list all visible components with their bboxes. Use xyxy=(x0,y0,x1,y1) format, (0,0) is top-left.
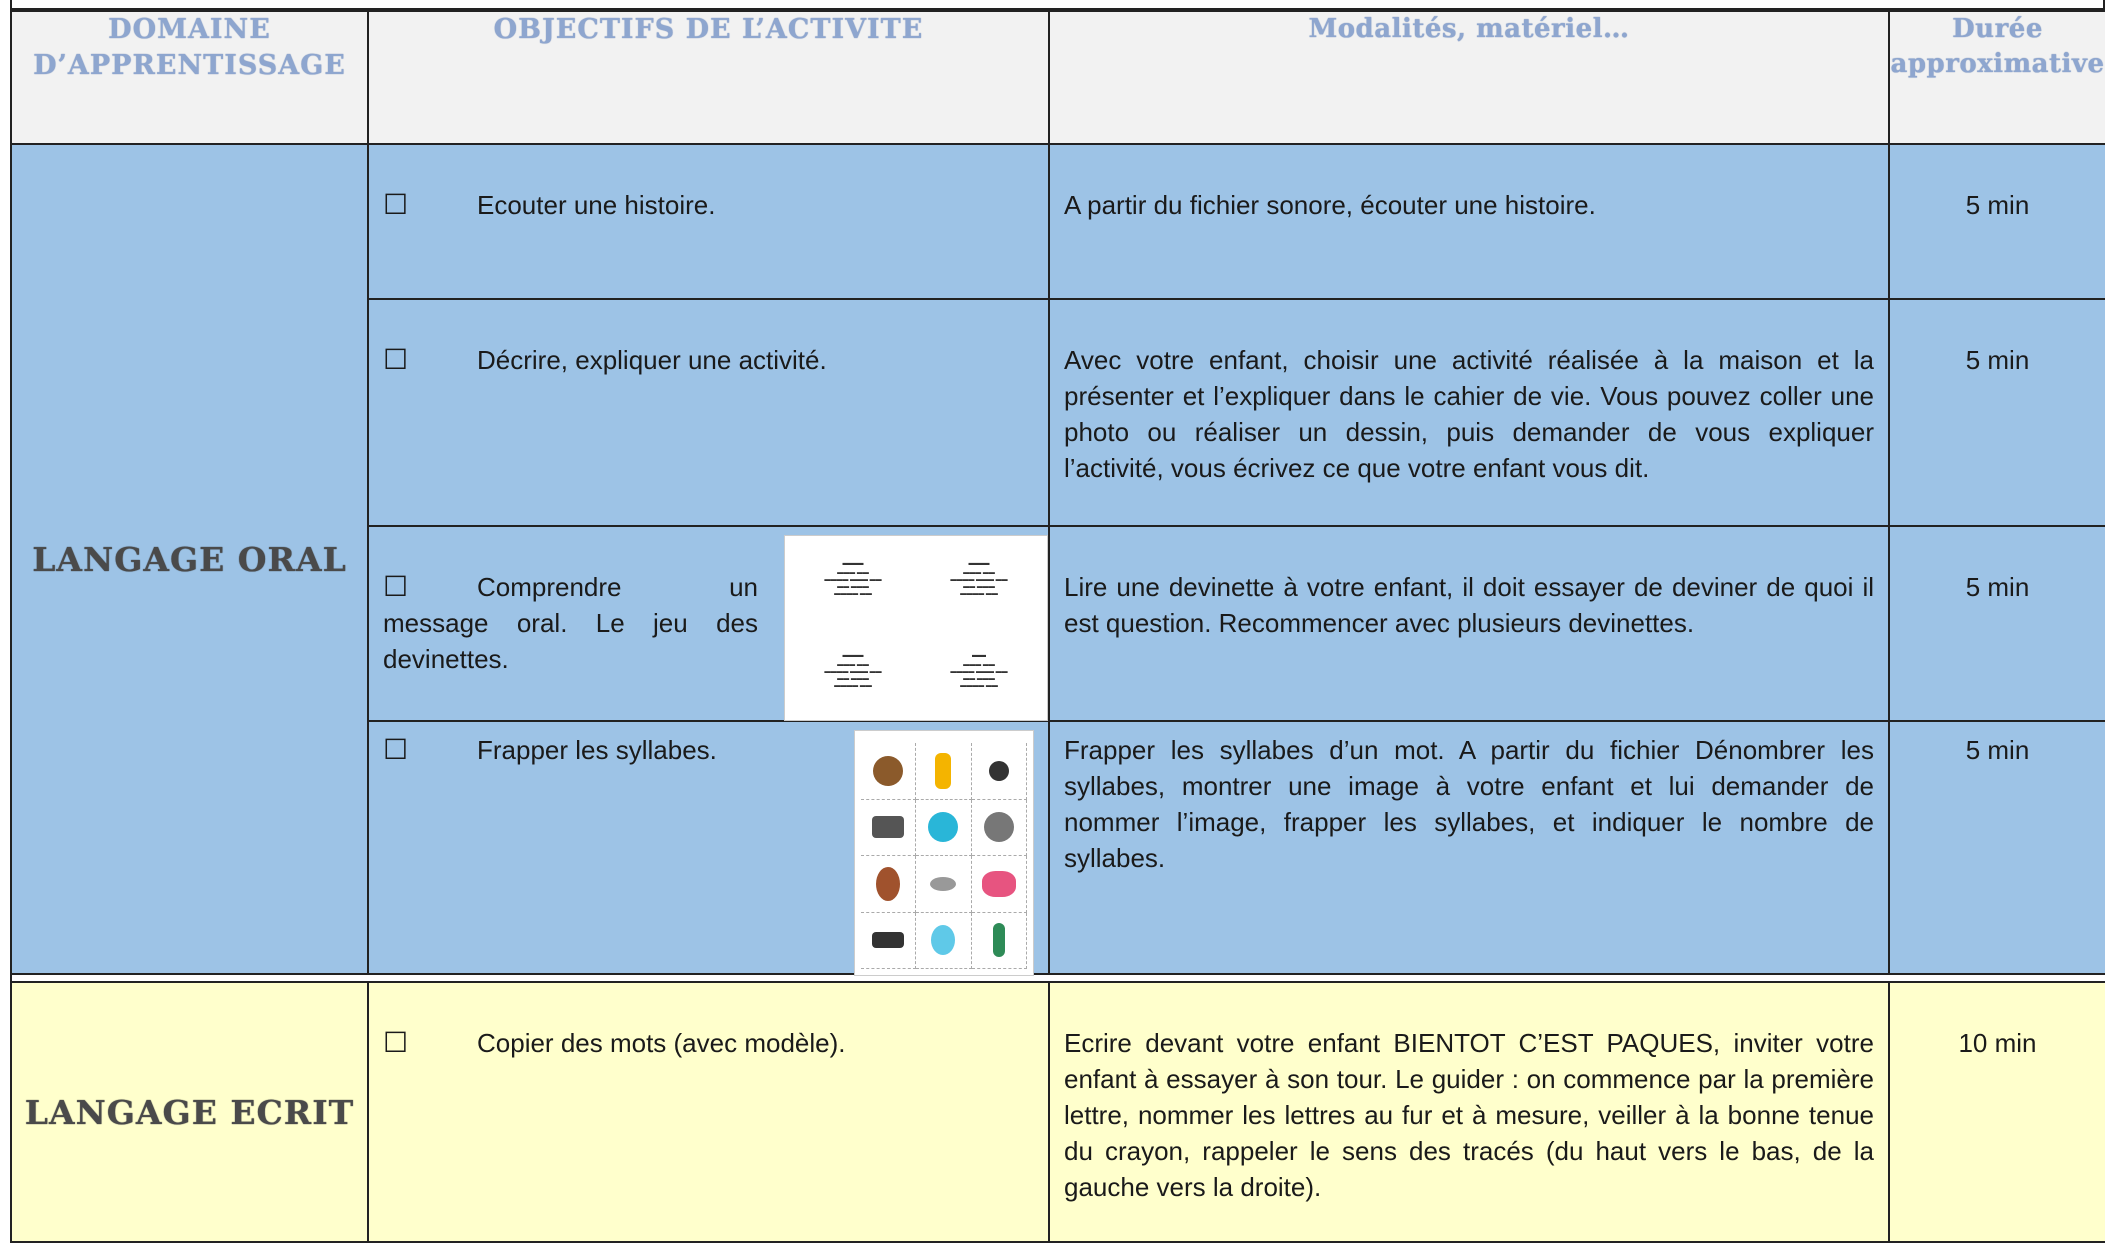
separator-cell xyxy=(10,973,2105,983)
thumb-cell xyxy=(971,743,1027,800)
objective-cell: ☐ Décrire, expliquer une activité. xyxy=(367,298,1050,527)
objective-text: Décrire, expliquer une activité. xyxy=(477,345,827,375)
modalities-text: Ecrire devant votre enfant BIENTOT C’EST… xyxy=(1048,981,1890,1243)
animal-icon xyxy=(872,932,905,949)
header-duration: Durée approximative xyxy=(1888,10,2105,145)
objective-cell: ☐ Frapper les syllabes. xyxy=(367,720,1050,976)
animal-icon xyxy=(873,755,904,786)
objective-text: Copier des mots (avec modèle). xyxy=(477,1028,846,1058)
thumb-cell xyxy=(916,799,972,856)
objective-text: Frapper les syllabes. xyxy=(477,735,717,765)
domain-langage-ecrit: LANGAGE ECRIT xyxy=(10,981,369,1243)
checkbox-icon[interactable]: ☐ xyxy=(383,189,409,220)
thumb-cell xyxy=(971,912,1027,969)
thumb-cell xyxy=(916,912,972,969)
animal-icon xyxy=(872,816,905,839)
animal-icon xyxy=(928,812,959,843)
devinettes-thumbnail: ▬▬▬▬▬▬ ▬▬▬▬▬▬ ▬▬▬ ▬▬▬▬ ▬▬▬▬▬▬▬ ▬▬ ▬▬▬▬▬▬… xyxy=(784,535,1048,721)
animal-icon xyxy=(935,752,952,789)
checkbox-icon[interactable]: ☐ xyxy=(383,344,409,375)
header-row: DOMAINE D’APPRENTISSAGE OBJECTIFS DE L’A… xyxy=(10,10,2105,145)
thumb-col: ▬▬▬▬▬▬ ▬▬▬▬▬▬ ▬▬▬ ▬▬▬▬ ▬▬▬▬▬▬▬ ▬▬ xyxy=(950,560,1008,597)
thumb-cell xyxy=(861,743,917,800)
thumb-cell xyxy=(916,743,972,800)
animal-icon xyxy=(931,925,956,956)
animal-icon xyxy=(930,876,957,891)
objective-cell: ☐ Copier des mots (avec modèle). xyxy=(367,981,1050,1243)
thumb-cell xyxy=(861,799,917,856)
duration-text: 5 min xyxy=(1888,143,2105,300)
domain-langage-oral: LANGAGE ORAL xyxy=(10,143,369,975)
animal-icon xyxy=(876,866,901,901)
checkbox-icon[interactable]: ☐ xyxy=(383,734,409,765)
table-row: ☐ Frapper les syllabes. xyxy=(11,720,2105,976)
animal-icon xyxy=(983,812,1014,843)
header-modalities: Modalités, matériel… xyxy=(1048,10,1890,145)
table-row: LANGAGE ORAL ☐ Ecouter une histoire. A p… xyxy=(10,143,2105,975)
thumb-cell xyxy=(916,856,972,913)
thumb-cell xyxy=(861,856,917,913)
table-row: ☐ Décrire, expliquer une activité. Avec … xyxy=(11,298,2105,527)
duration-text: 10 min xyxy=(1888,981,2105,1243)
table-row: ☐ Comprendre un message oral. Le jeu des… xyxy=(11,525,2105,722)
activity-table: DOMAINE D’APPRENTISSAGE OBJECTIFS DE L’A… xyxy=(10,10,2105,1243)
thumb-col: ▬▬▬▬▬▬ ▬▬▬▬▬▬ ▬▬▬ ▬▬▬▬ ▬▬▬▬▬▬▬ ▬▬ xyxy=(824,560,882,597)
checkbox-icon[interactable]: ☐ xyxy=(383,1027,409,1058)
checkbox-icon[interactable]: ☐ xyxy=(383,571,409,602)
table-row: LANGAGE ECRIT ☐ Copier des mots (avec mo… xyxy=(10,981,2105,1243)
objective-text: Ecouter une histoire. xyxy=(477,190,716,220)
modalities-text: Lire une devinette à votre enfant, il do… xyxy=(1048,525,1890,722)
section-separator xyxy=(10,973,2105,983)
duration-text: 5 min xyxy=(1888,720,2105,975)
animal-icon xyxy=(988,760,1009,781)
thumb-col: ▬▬▬▬▬ ▬▬▬▬▬▬ ▬▬▬ ▬▬▬▬ ▬▬▬▬▬▬▬ ▬▬ xyxy=(950,652,1008,689)
objective-cell: ☐ Ecouter une histoire. xyxy=(367,143,1050,300)
thumb-cell xyxy=(971,856,1027,913)
thumb-cell xyxy=(861,912,917,969)
top-border xyxy=(10,0,2105,10)
thumb-grid xyxy=(861,743,1027,969)
duration-text: 5 min xyxy=(1888,525,2105,722)
thumb-col: ▬▬▬▬▬▬ ▬▬▬▬▬▬ ▬▬▬ ▬▬▬▬ ▬▬▬▬▬▬▬ ▬▬ xyxy=(824,652,882,689)
duration-text: 5 min xyxy=(1888,298,2105,527)
modalities-text: A partir du fichier sonore, écouter une … xyxy=(1048,143,1890,300)
modalities-text: Frapper les syllabes d’un mot. A partir … xyxy=(1048,720,1890,975)
header-objectives: OBJECTIFS DE L’ACTIVITE xyxy=(367,10,1050,145)
animal-icon xyxy=(981,870,1016,897)
thumb-cell xyxy=(971,799,1027,856)
objective-cell: ☐ Comprendre un message oral. Le jeu des… xyxy=(367,525,1050,722)
objective-text: Comprendre un message oral. Le jeu des d… xyxy=(383,572,758,674)
header-domain: DOMAINE D’APPRENTISSAGE xyxy=(10,10,369,145)
animal-icon xyxy=(992,923,1005,958)
syllabes-thumbnail xyxy=(854,730,1034,976)
modalities-text: Avec votre enfant, choisir une activité … xyxy=(1048,298,1890,527)
